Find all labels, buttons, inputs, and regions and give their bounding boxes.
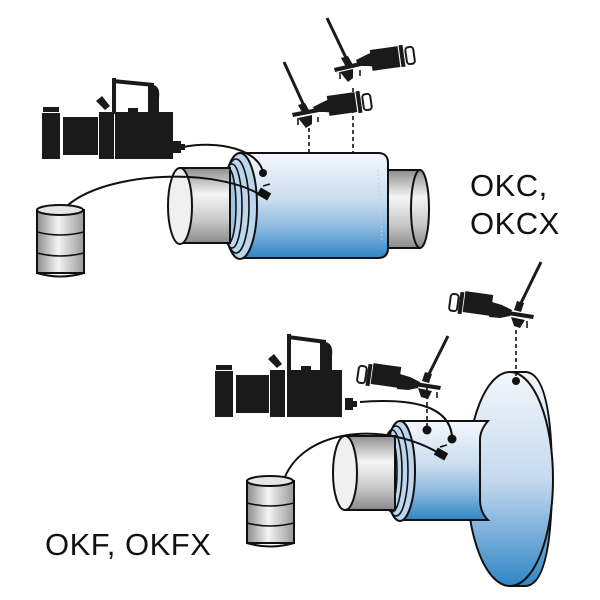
oil-drum-icon	[36, 204, 85, 278]
label-line-2: OKCX	[470, 206, 560, 241]
oil-port	[422, 425, 432, 435]
oil-injector-icon	[325, 17, 416, 82]
drum-hose	[67, 175, 263, 206]
pump-hose	[359, 399, 453, 438]
hydraulic-pump-icon	[42, 78, 185, 159]
oil-injector-icon	[356, 335, 450, 399]
okf-okfx-label: OKF, OKFX	[45, 527, 212, 562]
hydraulic-pump-icon	[215, 334, 357, 417]
okc-assembly	[36, 17, 430, 278]
drum-hose	[282, 432, 438, 483]
okf-assembly	[215, 261, 554, 587]
shaft-left	[332, 435, 396, 511]
flange-coupling	[466, 371, 554, 587]
okc-okcx-label: OKC, OKCX	[470, 167, 560, 243]
pump-hose	[182, 143, 264, 173]
hose-connector	[433, 444, 449, 461]
oil-injector-icon	[448, 261, 543, 328]
shaft-left	[167, 167, 231, 245]
oil-injector-icon	[282, 61, 373, 128]
oil-port	[259, 169, 267, 177]
label-line-1: OKC,	[470, 168, 548, 203]
oil-port	[447, 434, 457, 444]
oil-drum-icon	[246, 475, 295, 548]
sleeve-coupling	[219, 152, 389, 260]
hose-connector	[256, 183, 272, 201]
